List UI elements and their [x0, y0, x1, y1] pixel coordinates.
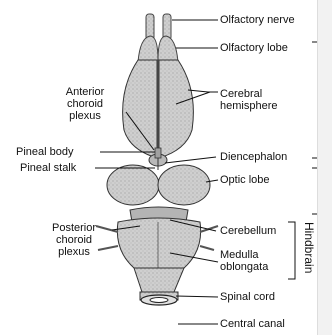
- label-cerebral-hemisphere: Cerebral hemisphere: [220, 88, 277, 112]
- label-posterior-line3: plexus: [36, 246, 112, 258]
- label-olfactory-nerve: Olfactory nerve: [220, 14, 295, 26]
- label-cerebral-hemisphere-line1: Cerebral: [220, 88, 277, 100]
- label-medulla-line1: Medulla: [220, 249, 268, 261]
- label-diencephalon: Diencephalon: [220, 151, 287, 163]
- label-posterior-line2: choroid: [36, 234, 112, 246]
- label-anterior-line1: Anterior: [50, 86, 120, 98]
- optic-lobes: [107, 165, 210, 205]
- label-cerebral-hemisphere-line2: hemisphere: [220, 100, 277, 112]
- label-pineal-stalk: Pineal stalk: [20, 162, 76, 174]
- spinal-cord: [134, 268, 184, 305]
- label-anterior-line3: plexus: [50, 110, 120, 122]
- label-medulla-line2: oblongata: [220, 261, 268, 273]
- label-posterior-choroid-plexus: Posterior choroid plexus: [36, 222, 112, 258]
- page-edge: [317, 0, 332, 335]
- medulla-oblongata: [96, 218, 218, 268]
- label-medulla-oblongata: Medulla oblongata: [220, 249, 268, 273]
- cerebral-hemispheres: [123, 60, 194, 158]
- label-posterior-line1: Posterior: [36, 222, 112, 234]
- label-anterior-choroid-plexus: Anterior choroid plexus: [50, 86, 120, 122]
- label-olfactory-lobe: Olfactory lobe: [220, 42, 288, 54]
- label-pineal-body: Pineal body: [16, 146, 74, 158]
- label-central-canal: Central canal: [220, 318, 285, 330]
- olfactory-lobes: [138, 36, 178, 62]
- label-optic-lobe: Optic lobe: [220, 174, 270, 186]
- label-anterior-line2: choroid: [50, 98, 120, 110]
- label-cerebellum: Cerebellum: [220, 225, 276, 237]
- label-hindbrain: Hindbrain: [302, 222, 316, 273]
- label-spinal-cord: Spinal cord: [220, 291, 275, 303]
